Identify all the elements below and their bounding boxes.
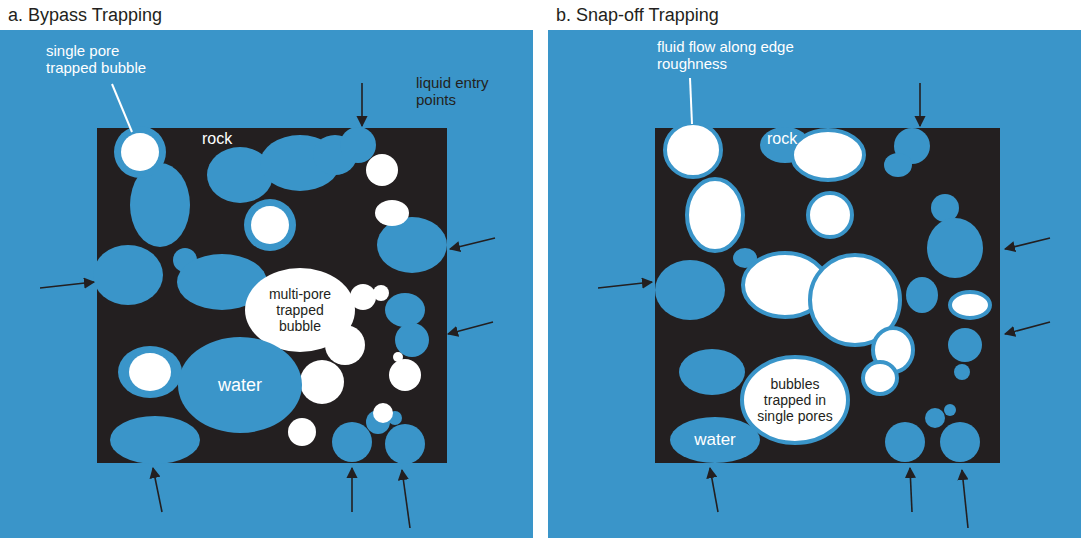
node-text: rock xyxy=(767,130,797,148)
water-pores xyxy=(93,126,447,464)
entry-arrows xyxy=(40,83,1050,528)
panel-title: a. Bypass Trapping xyxy=(8,5,308,26)
water-panel xyxy=(0,30,533,538)
node-text: multi-pore trapped bubble xyxy=(245,286,355,334)
leader-lines xyxy=(112,78,692,132)
water-panel xyxy=(548,30,1081,538)
node-text: water xyxy=(208,375,272,396)
water-pores xyxy=(655,127,983,462)
rock-matrix: rock multi-pore trapped bubble water xyxy=(97,128,447,463)
node-text: rock xyxy=(202,130,232,148)
callout-label: single pore trapped bubble xyxy=(46,42,151,77)
callout-label: liquid entry points xyxy=(416,74,500,109)
node-text: bubbles trapped in single pores xyxy=(740,376,850,424)
water-pore: water xyxy=(670,417,760,463)
water-pore: water xyxy=(178,337,302,433)
rock-matrix: rock bubbles trapped in single poreswater xyxy=(655,128,1000,463)
snapped-bubbles xyxy=(665,123,990,394)
panel-title: b. Snap-off Trapping xyxy=(556,5,856,26)
trapped-bubble: multi-pore trapped bubble xyxy=(245,268,355,352)
callout-label: fluid flow along edge roughness xyxy=(657,38,832,73)
gas-bubbles xyxy=(121,133,421,446)
node-text: water xyxy=(690,430,740,450)
